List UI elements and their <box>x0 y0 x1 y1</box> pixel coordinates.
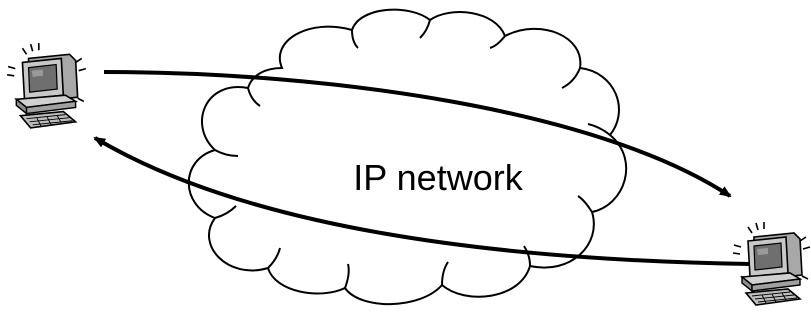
arrow-left-to-right <box>103 70 732 198</box>
computer-left[interactable] <box>6 42 87 129</box>
cloud-bump-arcs <box>214 19 611 289</box>
connections <box>93 70 751 266</box>
cloud-label: IP network <box>353 157 523 198</box>
arrow-right-to-left <box>93 136 751 266</box>
computer-icon <box>6 42 87 129</box>
ip-network-cloud: IP network <box>187 8 628 306</box>
